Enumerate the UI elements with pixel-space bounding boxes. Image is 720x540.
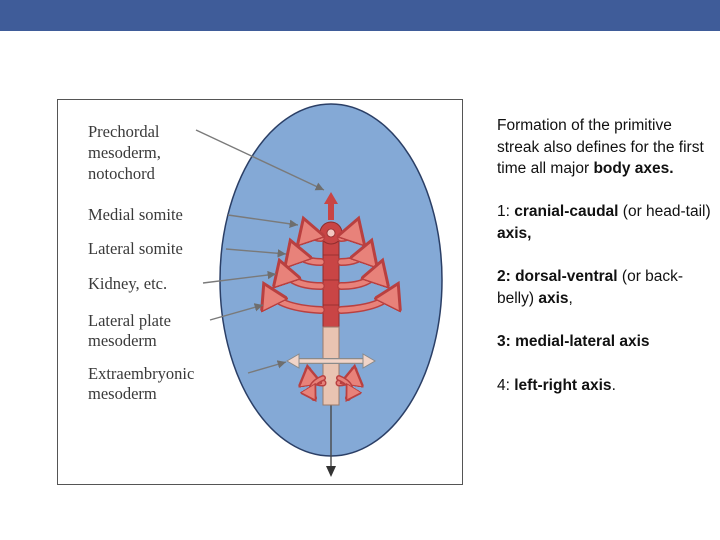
- label-kidney: Kidney, etc.: [88, 274, 167, 293]
- pointer-lines: [195, 129, 325, 374]
- label-prechordal-line2: mesoderm,: [88, 143, 161, 162]
- label-prechordal-line1: Prechordal: [88, 122, 160, 141]
- embryo-diagram: Prechordal mesoderm, notochord Medial so…: [88, 103, 443, 477]
- paragraph-axis-4: 4: left-right axis.: [497, 376, 616, 394]
- title-bar: [0, 0, 720, 31]
- label-lateral-plate-line2: mesoderm: [88, 331, 157, 350]
- explanation-text: Formation of the primitive streak also d…: [497, 115, 712, 396]
- paragraph-body-axes: Formation of the primitive streak also d…: [497, 117, 704, 177]
- mesoderm-arrows: [266, 223, 396, 398]
- paragraph-axis-1: 1: cranial-caudal (or head-tail) axis,: [497, 203, 711, 242]
- label-lateral-somite: Lateral somite: [88, 239, 183, 258]
- label-prechordal-line3: notochord: [88, 164, 156, 183]
- extraembryonic-arrow: [286, 353, 376, 369]
- label-lateral-plate-line1: Lateral plate: [88, 311, 171, 330]
- paragraph-axis-3: 3: medial-lateral axis: [497, 333, 650, 350]
- notochord-arrowhead: [324, 192, 338, 204]
- paragraph-axis-2: 2: dorsal-ventral (or back-belly) axis,: [497, 268, 684, 307]
- label-extraembryonic-line1: Extraembryonic: [88, 364, 194, 383]
- label-medial-somite: Medial somite: [88, 205, 183, 224]
- label-extraembryonic-line2: mesoderm: [88, 384, 157, 403]
- caudal-arrowhead: [326, 466, 336, 477]
- embryo-figure: Prechordal mesoderm, notochord Medial so…: [57, 99, 463, 485]
- streak-tail: [322, 326, 340, 406]
